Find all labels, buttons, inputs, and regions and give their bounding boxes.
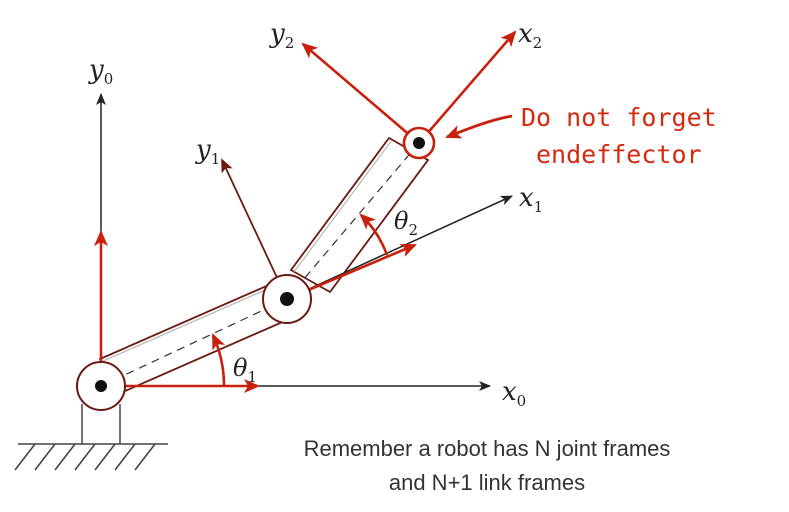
joint-0 xyxy=(76,361,126,411)
annotation-line-1: Do not forget xyxy=(521,103,717,132)
ground-hatch xyxy=(14,443,168,471)
label-x1: x1 xyxy=(519,183,543,216)
joint-1 xyxy=(262,274,312,324)
label-y2: y2 xyxy=(269,19,294,52)
link-1 xyxy=(98,282,289,397)
caption-line-2: and N+1 link frames xyxy=(389,470,585,495)
theta1-arc xyxy=(211,333,226,387)
y2-axis xyxy=(301,42,420,144)
y1-axis xyxy=(221,158,288,300)
label-x2: x2 xyxy=(518,19,542,52)
angle-arcs xyxy=(211,213,389,387)
base-pedestal xyxy=(81,404,121,444)
frame-1-axes xyxy=(221,158,513,301)
label-x0: x0 xyxy=(502,377,526,410)
label-theta1: θ1 xyxy=(233,354,257,386)
label-y1: y1 xyxy=(195,135,220,168)
x2-axis xyxy=(418,30,517,144)
frame-0-red-axes xyxy=(94,230,260,393)
label-y0: y0 xyxy=(88,55,113,88)
frame-2-axes xyxy=(301,30,517,144)
theta2-arc xyxy=(359,213,389,256)
end-effector xyxy=(402,126,436,160)
label-theta2: θ2 xyxy=(394,207,418,239)
caption-line-1: Remember a robot has N joint frames xyxy=(304,436,671,461)
annotation-arrow xyxy=(445,114,513,139)
annotation-line-2: endeffector xyxy=(536,140,702,169)
